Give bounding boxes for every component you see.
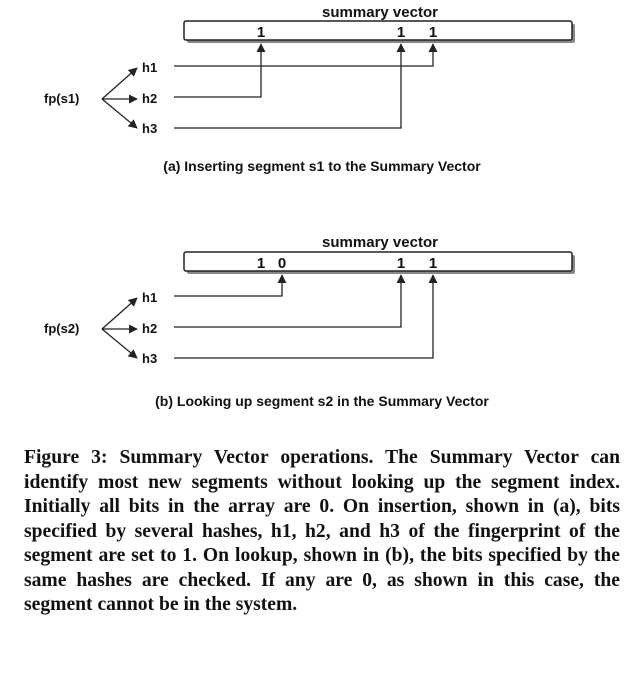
panel-a-vector-label: summary vector [322,4,438,21]
panel-b-bit: 0 [278,255,286,272]
panel-a-bit: 1 [397,24,405,41]
panel-b-hash-label: h2 [142,321,157,336]
panel-b-fanout-arrow-h1 [101,297,138,330]
panel-a-h2-wire [174,43,266,98]
panel-a-h1-wire [174,43,438,67]
panel-b-h3-wire [174,274,438,359]
panel-b-bit: 1 [397,255,405,272]
panel-a-fingerprint-label: fp(s1) [44,91,79,106]
panel-a-hash-label: h3 [142,121,157,136]
panel-a-hash-label: h1 [142,60,157,75]
panel-a-bit: 1 [257,24,265,41]
panel-b-fingerprint-label: fp(s2) [44,321,79,336]
panel-b-fanout-arrow-h3 [101,328,138,359]
panel-b-summary-vector [183,251,573,272]
panel-a-hash-label: h2 [142,91,157,106]
panel-a: summary vector 1 1 1 fp(s1) h1 h2 h3 (a)… [44,4,575,174]
panel-a-fanout-arrow-h1 [101,67,138,100]
panel-a-caption: (a) Inserting segment s1 to the Summary … [163,158,481,174]
panel-b-bit: 1 [429,255,437,272]
panel-a-bit: 1 [429,24,437,41]
panel-b: summary vector 1 0 1 1 fp(s2) h1 h2 h3 (… [44,234,575,409]
panel-a-h3-wire [174,43,406,129]
summary-vector-diagram: summary vector 1 1 1 fp(s1) h1 h2 h3 (a)… [44,4,575,409]
panel-b-vector-label: summary vector [322,234,438,251]
figure-caption: Figure 3: Summary Vector operations. The… [24,447,620,615]
panel-b-h2-wire [174,274,406,328]
panel-a-summary-vector [183,20,573,41]
panel-a-fanout-arrow-h3 [101,98,138,129]
panel-b-h1-wire [174,274,287,297]
panel-b-bit: 1 [257,255,265,272]
panel-b-caption: (b) Looking up segment s2 in the Summary… [155,393,489,409]
panel-b-hash-label: h3 [142,351,157,366]
panel-b-hash-label: h1 [142,290,157,305]
